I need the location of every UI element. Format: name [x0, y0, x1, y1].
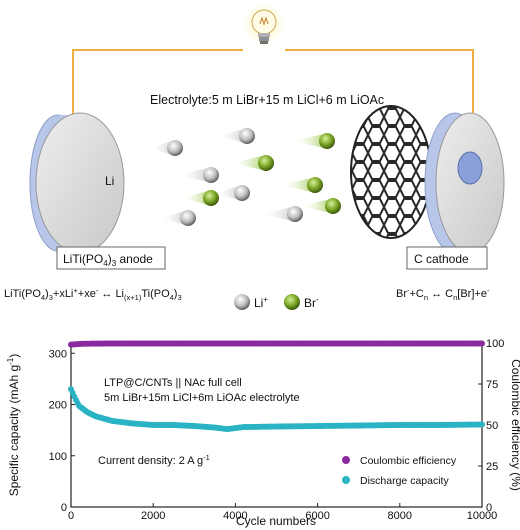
y-axis-right-label: Coulombic efficiency (%) [509, 359, 520, 491]
br-ion-legend-label: Br- [304, 295, 319, 310]
cathode-electrode [350, 105, 505, 254]
x-tick-label: 0 [68, 510, 74, 522]
y-right-tick-label: 50 [486, 420, 498, 432]
series-coulombic-efficiency [68, 340, 485, 348]
y-right-tick-label: 75 [486, 379, 498, 391]
anode-label-box [56, 246, 166, 270]
current-collector-tab [457, 151, 483, 185]
x-tick-label: 6000 [305, 510, 329, 522]
anode-reaction: LiTi(PO4)3+xLi++xe- ↔ Li(x+1)Ti(PO4)3 [4, 286, 182, 302]
annotation-electrolyte: 5m LiBr+15m LiCl+6m LiOAc electrolyte [104, 392, 300, 404]
y-right-tick-label: 100 [486, 338, 504, 350]
li-ion [178, 167, 219, 183]
electrolyte-label: Electrolyte:5 m LiBr+15 m LiCl+6 m LiOAc [150, 93, 384, 107]
br-ion [292, 133, 335, 149]
anode-label: LiTi(PO4)3 anode [63, 252, 153, 268]
y-axis-left-label: Specific capacity (mAh g-1) [6, 354, 21, 497]
data-point [479, 421, 485, 428]
cathode-reaction: Br-+Cn ↔ Cn[Br]+e- [396, 286, 490, 302]
ion-legend: Li+ Br- [234, 294, 319, 310]
li-label: Li [105, 174, 114, 188]
li-ion [262, 206, 303, 222]
li-ion-legend-marker [234, 294, 250, 310]
legend-marker-coulombic [342, 456, 350, 464]
br-ion [300, 198, 341, 214]
anode-electrode: Li [29, 112, 125, 254]
li-ion [218, 128, 255, 144]
series-discharge-capacity [68, 386, 485, 433]
y-right-tick-label: 0 [486, 502, 492, 514]
annotation-current-density: Current density: 2 A g-1 [98, 453, 210, 467]
y-left-tick-label: 300 [49, 348, 67, 360]
y-left-tick-label: 100 [49, 451, 67, 463]
data-series [68, 340, 485, 433]
br-ion [232, 155, 274, 171]
y-left-tick-label: 0 [61, 502, 67, 514]
legend-marker-discharge [342, 476, 350, 484]
li-ion [150, 140, 183, 156]
li-ion-legend-label: Li+ [254, 295, 268, 310]
cathode-label-box [406, 246, 488, 270]
x-tick-label: 8000 [388, 510, 412, 522]
legend-label-discharge: Discharge capacity [360, 475, 449, 487]
cathode-label: C cathode [414, 252, 469, 266]
y-left-tick-label: 200 [49, 400, 67, 412]
light-bulb-icon [242, 2, 286, 46]
x-axis-label: Cycle numbers [236, 514, 316, 528]
br-ion-legend-marker [284, 294, 300, 310]
data-point [479, 340, 485, 347]
x-tick-label: 2000 [141, 510, 165, 522]
chart-legend: Coulombic efficiency Discharge capacity [342, 455, 457, 487]
legend-label-coulombic: Coulombic efficiency [360, 455, 457, 467]
x-tick-label: 10000 [467, 510, 498, 522]
li-ion [160, 210, 196, 226]
battery-schematic: Electrolyte:5 m LiBr+15 m LiCl+6 m LiOAc… [4, 2, 505, 310]
br-ion [280, 177, 323, 193]
br-ion [182, 190, 219, 206]
y-right-tick-label: 25 [486, 461, 498, 473]
li-ion [215, 185, 250, 201]
x-tick-label: 4000 [223, 510, 247, 522]
ions [150, 128, 341, 226]
annotation-cell: LTP@C/CNTs || NAc full cell [104, 377, 242, 389]
